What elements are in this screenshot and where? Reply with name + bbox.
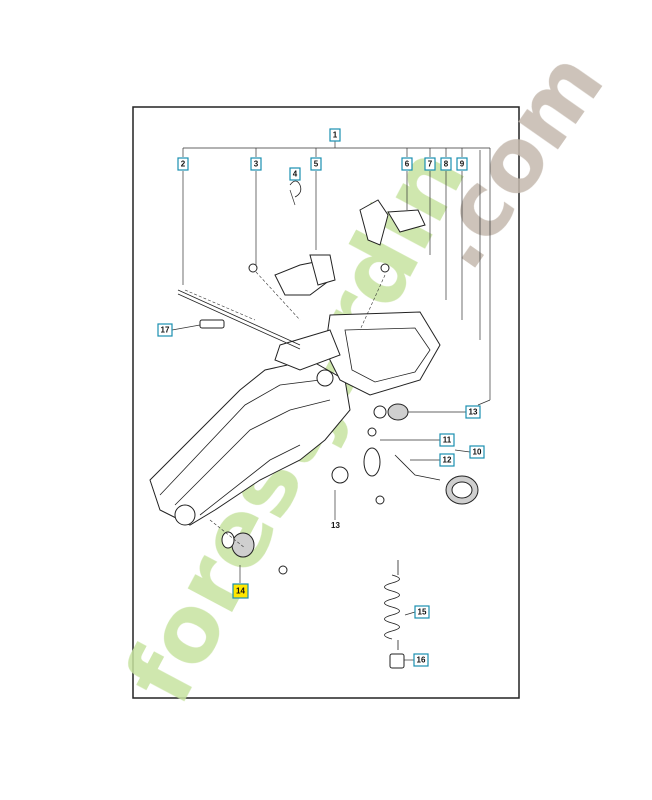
callout-3[interactable]: 3 xyxy=(250,157,262,171)
callout-5[interactable]: 5 xyxy=(310,157,322,171)
callout-12[interactable]: 12 xyxy=(439,453,455,467)
svg-text:5: 5 xyxy=(314,160,319,169)
callout-9[interactable]: 9 xyxy=(456,157,468,171)
callout-16[interactable]: 16 xyxy=(413,653,429,667)
callout-7[interactable]: 7 xyxy=(424,157,436,171)
svg-text:1: 1 xyxy=(333,131,338,140)
callout-11[interactable]: 11 xyxy=(439,433,455,447)
svg-text:6: 6 xyxy=(405,160,410,169)
svg-text:10: 10 xyxy=(473,448,482,457)
svg-text:9: 9 xyxy=(460,160,465,169)
svg-text:13: 13 xyxy=(469,408,478,417)
svg-text:15: 15 xyxy=(418,608,427,617)
spring-assembly xyxy=(384,560,405,669)
callout-10[interactable]: 10 xyxy=(469,445,485,459)
callout-15[interactable]: 15 xyxy=(414,605,430,619)
callout-14[interactable]: 14 xyxy=(232,583,249,599)
callout-17[interactable]: 17 xyxy=(157,323,173,337)
callout-2[interactable]: 2 xyxy=(177,157,189,171)
svg-text:12: 12 xyxy=(443,456,452,465)
svg-text:3: 3 xyxy=(254,160,259,169)
svg-text:8: 8 xyxy=(444,160,449,169)
callouts: 1 2 3 4 5 6 7 8 xyxy=(157,128,485,667)
svg-text:11: 11 xyxy=(443,436,452,445)
lower-parts xyxy=(209,519,255,558)
top-bracket xyxy=(182,141,491,400)
callout-8[interactable]: 8 xyxy=(440,157,452,171)
callout-1[interactable]: 1 xyxy=(329,128,341,142)
label-13-lower: 13 xyxy=(331,521,340,530)
callout-13[interactable]: 13 xyxy=(465,405,481,419)
chain-brake-body xyxy=(149,311,441,526)
leader-lines xyxy=(171,150,491,661)
upper-parts xyxy=(177,180,426,350)
svg-text:2: 2 xyxy=(181,160,186,169)
diagram-frame xyxy=(132,106,520,699)
svg-text:4: 4 xyxy=(293,170,298,179)
svg-text:17: 17 xyxy=(161,326,170,335)
callout-4[interactable]: 4 xyxy=(289,167,301,181)
callout-6[interactable]: 6 xyxy=(401,157,413,171)
svg-text:7: 7 xyxy=(428,160,433,169)
right-parts xyxy=(278,403,479,575)
svg-text:14: 14 xyxy=(236,587,245,596)
svg-text:16: 16 xyxy=(417,656,426,665)
